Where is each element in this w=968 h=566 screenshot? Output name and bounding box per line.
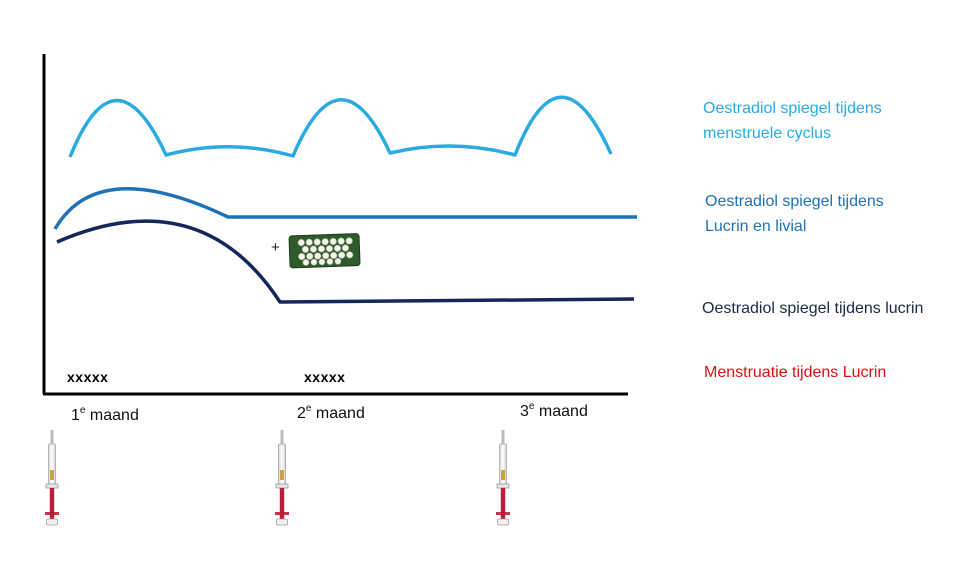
month-number: 2	[297, 405, 306, 422]
month-number: 3	[520, 403, 529, 420]
curve-cycle	[68, 95, 613, 158]
month-text: maand	[85, 407, 139, 424]
month-text: maand	[534, 403, 588, 420]
syringe-icon	[44, 429, 60, 526]
legend-menstruation: Menstruatie tijdens Lucrin	[704, 364, 887, 381]
legend-cycle: Oestradiol spiegel tijdens menstruele cy…	[703, 100, 882, 142]
curve-lucrin	[56, 219, 635, 304]
month-label-1: 1e maand	[71, 405, 139, 425]
syringe-icon	[495, 429, 511, 526]
month-label-3: 3e maand	[520, 401, 588, 421]
month-suffix: e	[79, 405, 86, 416]
legend-lucrin: Oestradiol spiegel tijdens lucrin	[702, 300, 924, 317]
menstruation-marker: xxxxx	[67, 369, 109, 385]
curve-lucrin-livial	[53, 187, 637, 230]
month-number: 1	[71, 407, 80, 424]
syringe-icon	[274, 429, 290, 526]
pill-blister-pack-icon	[288, 233, 361, 269]
month-label-2: 2e maand	[297, 403, 365, 423]
month-suffix: e	[528, 401, 535, 412]
legend-lucrin-livial: Oestradiol spiegel tijdens Lucrin en liv…	[705, 193, 884, 235]
month-text: maand	[311, 405, 365, 422]
menstruation-marker: xxxxx	[304, 369, 346, 385]
month-suffix: e	[305, 403, 312, 414]
plus-sign: +	[271, 239, 280, 256]
